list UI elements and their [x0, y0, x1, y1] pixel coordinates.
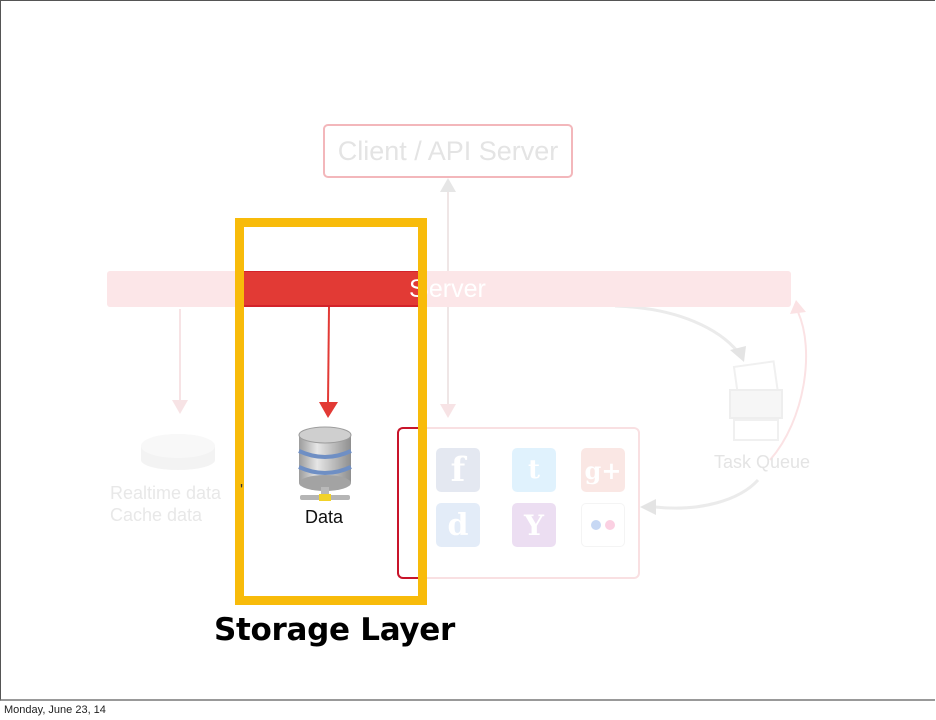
- client-label: Client / API Server: [337, 135, 559, 166]
- task-social-arrow: [654, 478, 760, 510]
- server-return-arrowhead: [790, 300, 806, 314]
- flickr-icon: [581, 503, 625, 547]
- client-arrowhead: [440, 178, 456, 192]
- yahoo-icon: Y: [512, 503, 556, 547]
- cache-label: Realtime data Cache data: [110, 482, 221, 526]
- google-plus-icon: g+: [581, 448, 625, 492]
- task-queue-label: Task Queue: [714, 452, 811, 472]
- social-arrowhead: [440, 404, 456, 418]
- footer-date: Monday, June 23, 14: [4, 704, 106, 716]
- cache-label-overflow: ': [240, 482, 244, 499]
- task-arrowhead: [730, 346, 746, 362]
- cache-arrowhead: [172, 400, 188, 414]
- cache-label-line-2: Cache data: [110, 505, 203, 525]
- server-data-arrowhead: [319, 402, 338, 418]
- server-highlight-segment: Server: [243, 271, 421, 307]
- slide-caption: Storage Layer: [214, 612, 455, 648]
- data-label: Data: [304, 507, 344, 527]
- client-api-server-node: Client / API Server: [323, 124, 573, 178]
- facebook-icon: f: [436, 448, 480, 492]
- social-services-highlight-edge: [397, 427, 427, 579]
- slide: [0, 0, 935, 701]
- cache-disk-icon: [141, 434, 215, 470]
- server-task-arrow: [614, 304, 740, 353]
- flickr-dots: [591, 520, 615, 530]
- storage-arrow: [319, 306, 338, 418]
- storage-layer-highlight-frame: [235, 218, 427, 605]
- architecture-diagram: Client / API Server Server Server Realti…: [107, 124, 811, 605]
- database-icon: [298, 426, 352, 501]
- server-node: Server: [107, 271, 791, 307]
- task-queue-icon: [729, 360, 783, 441]
- cache-label-line-1: Realtime data: [110, 483, 222, 503]
- twitter-icon: t: [512, 448, 556, 492]
- server-data-arrow-line: [327, 306, 330, 405]
- delicious-icon: d: [436, 503, 480, 547]
- task-server-arrow: [769, 311, 808, 461]
- social-return-arrowhead: [640, 499, 656, 515]
